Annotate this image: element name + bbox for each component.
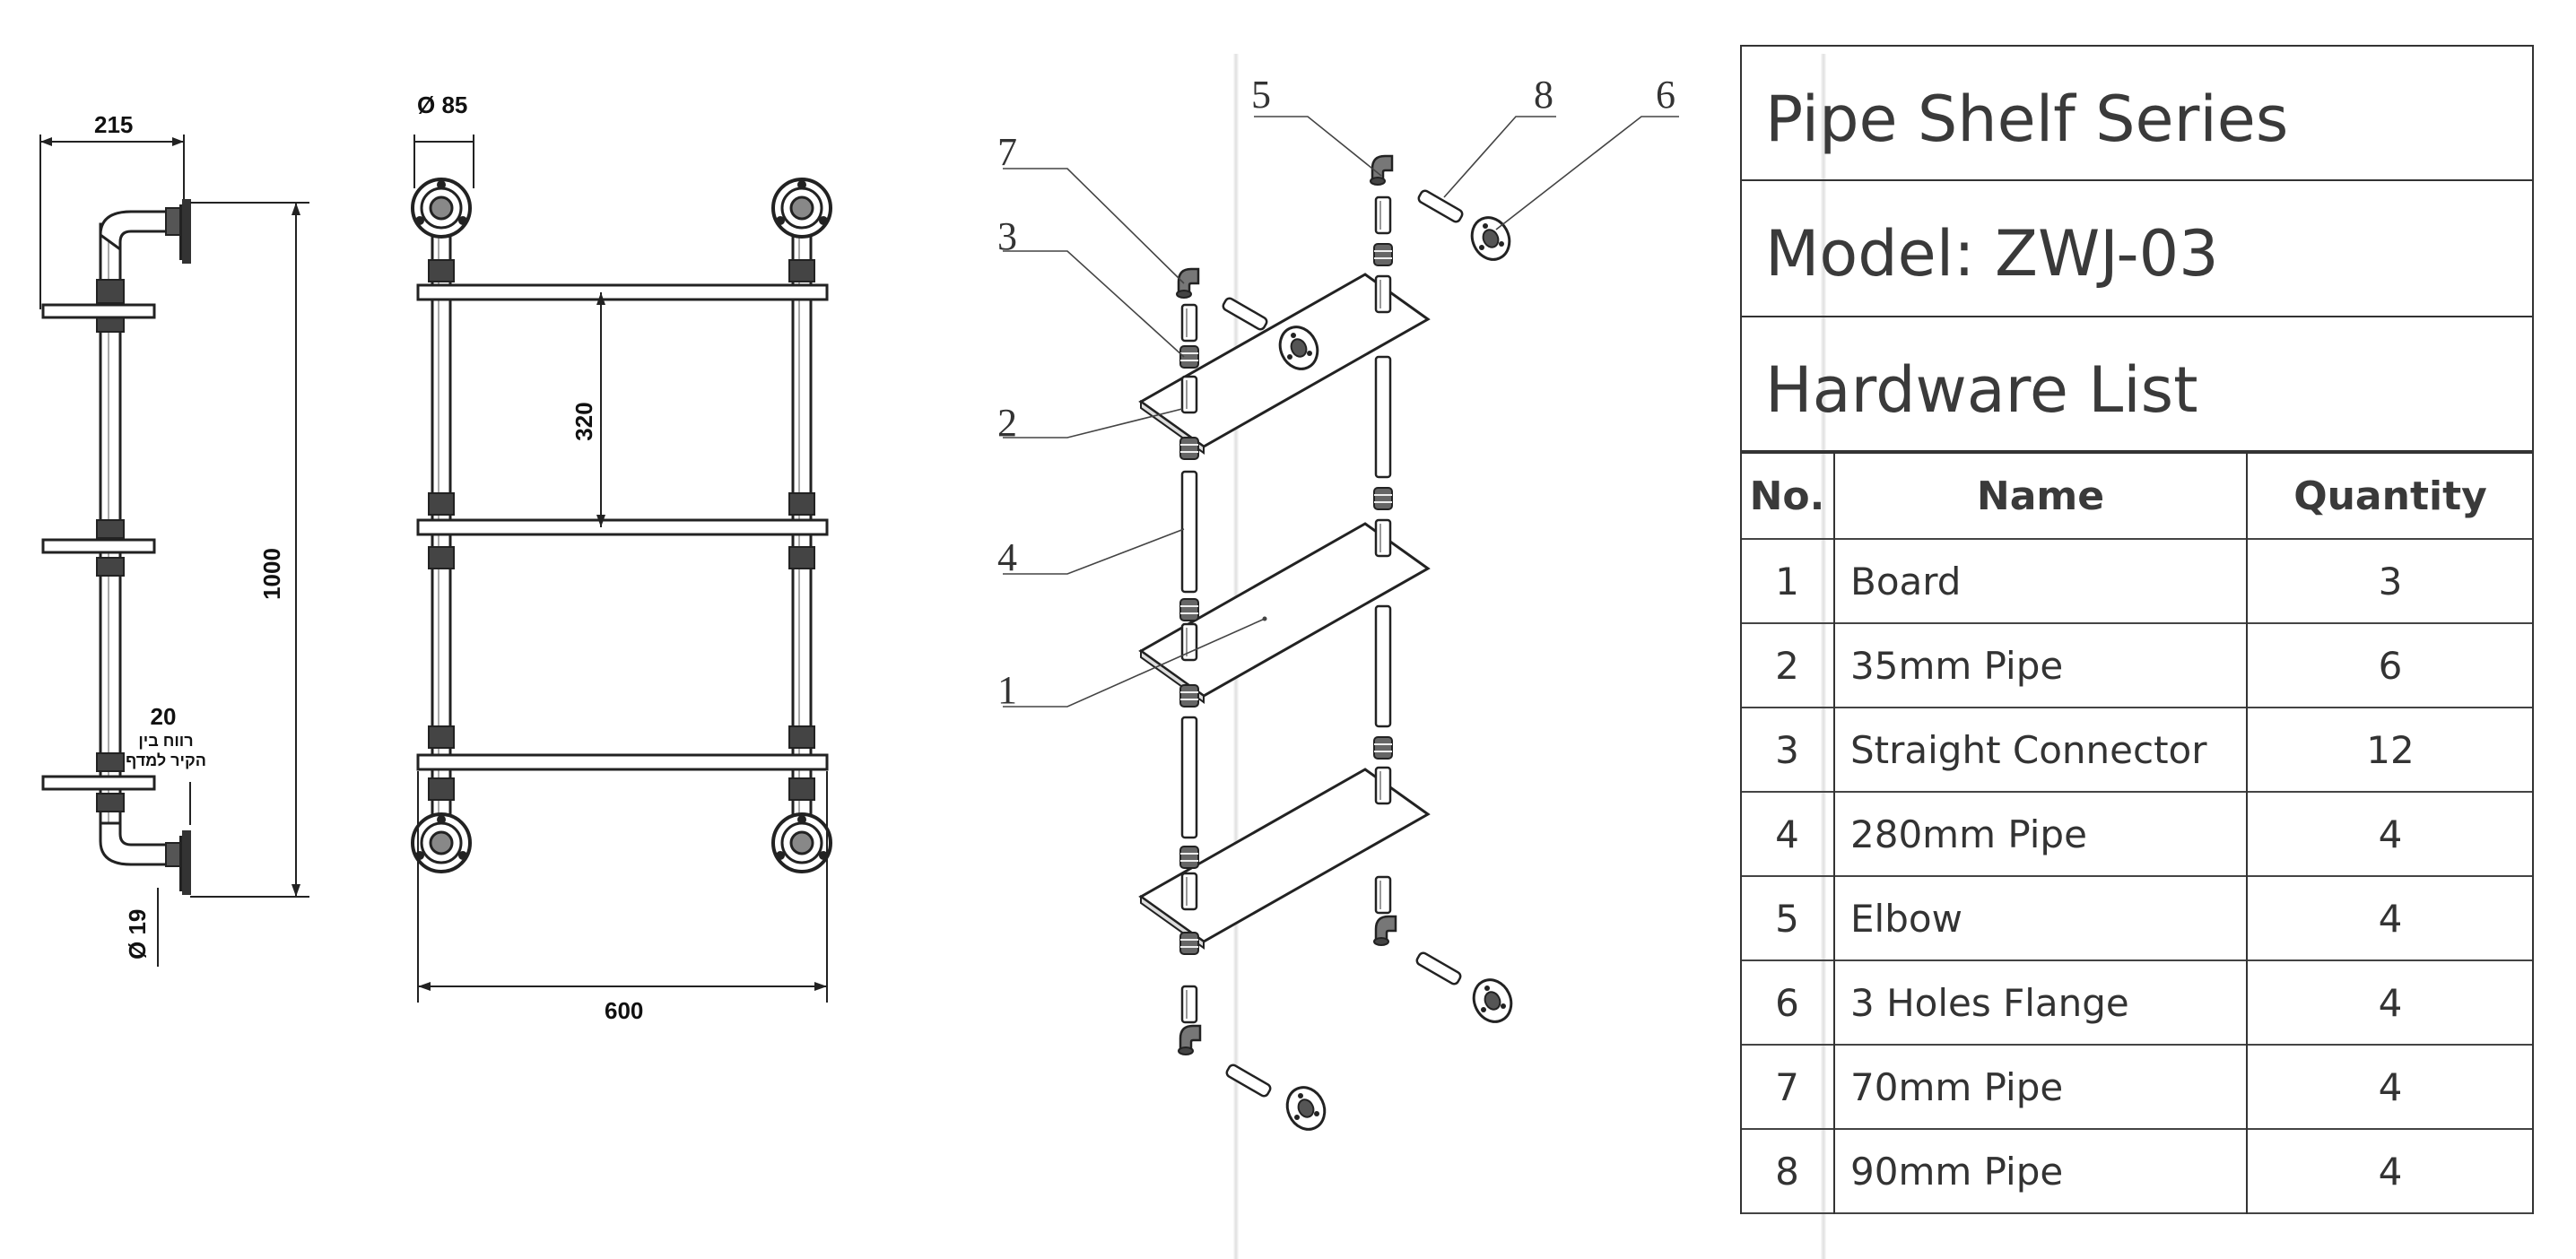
header-no: No. [1749, 473, 1825, 519]
row-name: 70mm Pipe [1850, 1064, 2064, 1109]
row-name: Board [1850, 559, 1962, 603]
callout-1: 1 [997, 668, 1017, 712]
row-no: 2 [1775, 643, 1799, 688]
table-row: 3 Straight Connector 12 [1740, 708, 2534, 793]
flange-diameter-label: Ø 85 [417, 91, 467, 118]
gap-note-line1: רווח בין [138, 732, 193, 750]
callout-8: 8 [1534, 73, 1553, 117]
table-divider-qty [2246, 454, 2248, 1214]
model-title-row: Model: ZWJ-03 [1740, 181, 2534, 317]
row-quantity: 12 [2366, 727, 2415, 772]
header-quantity: Quantity [2293, 473, 2487, 519]
row-quantity: 4 [2378, 896, 2403, 941]
row-no: 1 [1775, 559, 1799, 603]
row-no: 8 [1775, 1149, 1799, 1194]
front-width-label: 600 [605, 997, 643, 1024]
row-name: 3 Holes Flange [1850, 980, 2129, 1025]
row-no: 3 [1775, 727, 1799, 772]
list-title: Hardware List [1765, 353, 2198, 427]
side-view: 215 [39, 111, 309, 967]
model-title: Model: ZWJ-03 [1765, 217, 2219, 291]
row-quantity: 4 [2378, 1064, 2403, 1109]
callout-2: 2 [997, 401, 1017, 445]
side-height-label: 1000 [258, 548, 285, 600]
table-divider-no [1833, 454, 1835, 1214]
table-row: 5 Elbow 4 [1740, 877, 2534, 961]
row-no: 4 [1775, 812, 1799, 856]
row-name: 280mm Pipe [1850, 812, 2087, 856]
row-quantity: 4 [2378, 1149, 2403, 1194]
table-row: 4 280mm Pipe 4 [1740, 793, 2534, 877]
table-row: 2 35mm Pipe 6 [1740, 624, 2534, 708]
series-title: Pipe Shelf Series [1765, 82, 2289, 156]
row-quantity: 6 [2378, 643, 2403, 688]
table-row: 7 70mm Pipe 4 [1740, 1046, 2534, 1130]
row-name: 35mm Pipe [1850, 643, 2064, 688]
front-view: Ø 85 [411, 91, 832, 1024]
callout-4: 4 [997, 535, 1017, 579]
gap-note-line2: הקיר למדף [126, 751, 206, 769]
row-name: 90mm Pipe [1850, 1149, 2064, 1194]
header-name: Name [1976, 473, 2105, 519]
row-no: 5 [1775, 896, 1799, 941]
side-width-label: 215 [94, 111, 133, 138]
pipe-diameter-label: Ø 19 [124, 909, 151, 959]
row-no: 7 [1775, 1064, 1799, 1109]
row-quantity: 4 [2378, 812, 2403, 856]
callout-5: 5 [1251, 73, 1271, 117]
callout-7: 7 [997, 130, 1017, 174]
table-row: 1 Board 3 [1740, 540, 2534, 624]
table-row: 8 90mm Pipe 4 [1740, 1130, 2534, 1214]
table-header-row: No. Name Quantity [1740, 454, 2534, 540]
table-border-left [1740, 45, 1742, 1214]
row-quantity: 3 [2378, 559, 2403, 603]
row-quantity: 4 [2378, 980, 2403, 1025]
gap-value-label: 20 [151, 703, 177, 730]
row-name: Elbow [1850, 896, 1962, 941]
shelf-spacing-label: 320 [570, 402, 597, 440]
table-row: 6 3 Holes Flange 4 [1740, 961, 2534, 1046]
exploded-view: 7 3 2 4 1 5 8 6 [997, 73, 1679, 1137]
callout-3: 3 [997, 214, 1017, 258]
callout-6: 6 [1656, 73, 1675, 117]
list-title-row: Hardware List [1740, 317, 2534, 454]
table-border-right [2532, 45, 2534, 1214]
row-no: 6 [1775, 980, 1799, 1025]
paper-fold [1821, 54, 1826, 1259]
series-title-row: Pipe Shelf Series [1740, 45, 2534, 181]
hardware-table: Pipe Shelf Series Model: ZWJ-03 Hardware… [1740, 45, 2534, 1218]
row-name: Straight Connector [1850, 727, 2207, 772]
